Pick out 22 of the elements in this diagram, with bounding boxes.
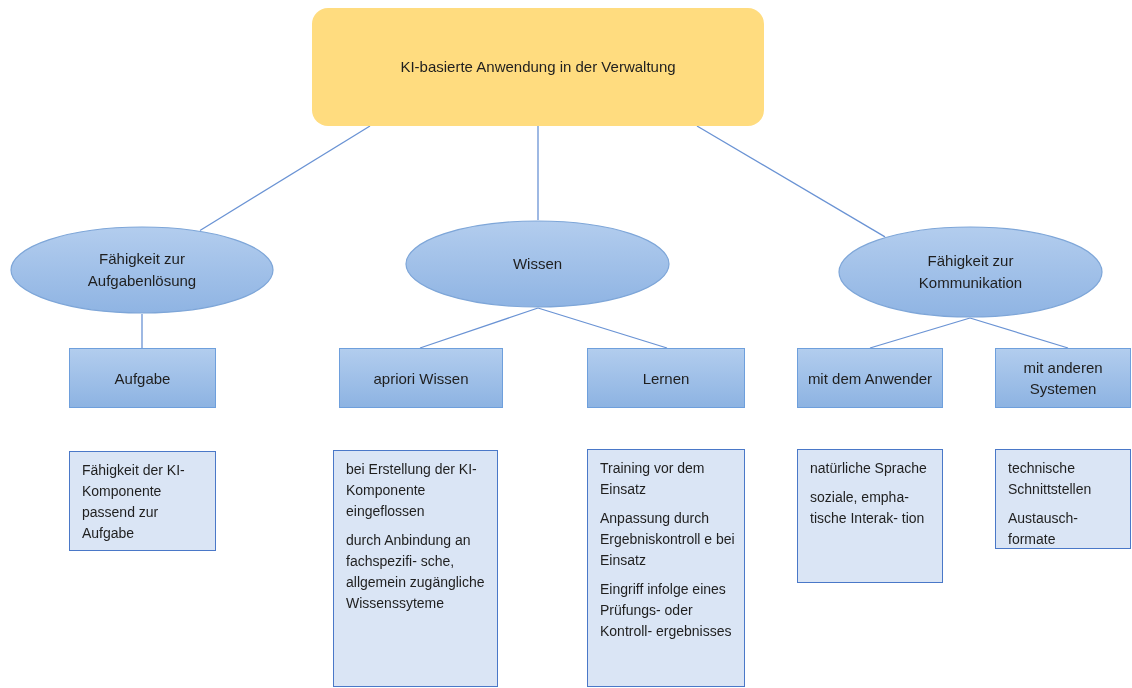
description-box: bei Erstellung der KI-Komponente eingeflossen durch Anbindung an fachspezifi- sche, allgemein zugängliche Wissenssyteme: [333, 450, 498, 687]
description-box: Fähigkeit der KI-Komponente passend zur Aufgabe: [69, 451, 216, 551]
connector-line: [969, 317, 1069, 349]
connector-line: [199, 125, 371, 232]
category-box: mit anderen Systemen: [995, 348, 1131, 408]
node-label: Fähigkeit zur Kommunikation: [917, 251, 1024, 293]
node-label: Fähigkeit zur Aufgabenlösung: [86, 249, 198, 291]
title-box: KI-basierte Anwendung in der Verwaltung: [312, 8, 764, 126]
category-box: apriori Wissen: [339, 348, 503, 408]
description-box: technische Schnittstellen Austausch- formate: [995, 449, 1131, 549]
connector-line: [537, 125, 539, 221]
connector-line: [419, 307, 539, 349]
connector-line: [869, 317, 971, 349]
connector-line: [141, 313, 143, 349]
connector-line: [537, 307, 668, 349]
description-box: Training vor dem Einsatz Anpassung durch Ergebniskontroll e bei Einsatz Eingriff infolge eines Prüfungs- oder Kontroll- ergebnisses: [587, 449, 745, 687]
description-box: natürliche Sprache soziale, empha- tische Interak- tion: [797, 449, 943, 583]
category-box: mit dem Anwender: [797, 348, 943, 408]
connector-line: [696, 125, 886, 238]
category-box: Aufgabe: [69, 348, 216, 408]
node-label: Wissen: [512, 254, 563, 274]
category-box: Lernen: [587, 348, 745, 408]
